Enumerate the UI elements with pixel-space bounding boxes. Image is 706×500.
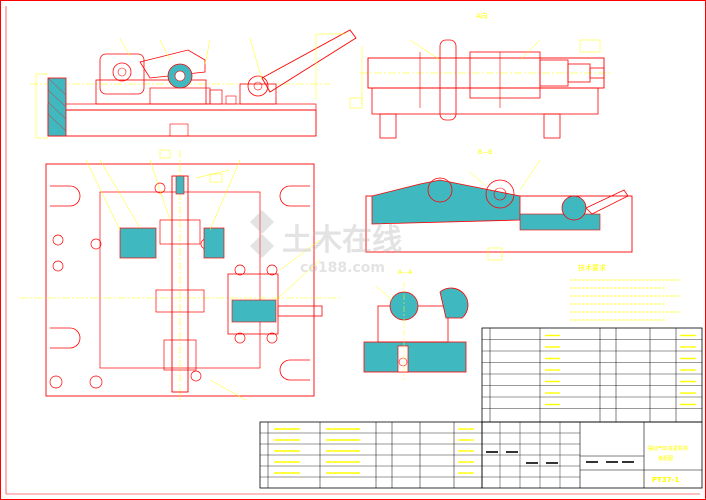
tech-notes-lines	[570, 279, 680, 321]
pivot-circle-left	[112, 62, 132, 82]
section-label-aa: A—A	[398, 269, 413, 276]
watermark-main: 土木在线	[282, 223, 402, 258]
pivot-circle-right	[247, 75, 269, 97]
row-marker	[484, 355, 487, 359]
row-marker	[484, 401, 487, 405]
plan-handle	[277, 305, 323, 317]
row-marker	[484, 344, 487, 347]
view-label-top: A向	[476, 11, 488, 20]
row-marker	[484, 332, 487, 336]
side-view: A向	[349, 11, 612, 139]
section-bb: B—B	[365, 149, 633, 261]
handle-lever	[261, 29, 357, 93]
row-marker	[262, 470, 265, 473]
parts-list-bottom	[259, 421, 483, 489]
row-marker	[262, 437, 265, 440]
title-caption-2: 装配图	[658, 455, 673, 462]
tech-notes-title: 技术要求	[578, 263, 606, 272]
drawing-code: PT37-1	[652, 476, 680, 484]
row-marker	[262, 426, 265, 429]
plan-view	[20, 149, 340, 401]
section-aa: A—A	[363, 269, 469, 380]
title-block: 摆动气缸夹紧机构 装配图 PT37-1	[481, 421, 703, 489]
front-view	[30, 29, 357, 139]
row-marker	[484, 367, 487, 370]
technical-notes: 技术要求	[570, 263, 680, 321]
section-label-bb: B—B	[478, 149, 492, 156]
row-marker	[262, 459, 265, 462]
row-marker	[262, 448, 265, 451]
watermark-sub: co188.com	[300, 260, 385, 276]
row-marker	[484, 378, 487, 382]
watermark: 土木在线 co188.com	[250, 210, 402, 276]
row-marker	[484, 390, 487, 393]
title-caption-1: 摆动气缸夹紧机构	[648, 445, 688, 452]
parts-list-right	[481, 327, 703, 423]
